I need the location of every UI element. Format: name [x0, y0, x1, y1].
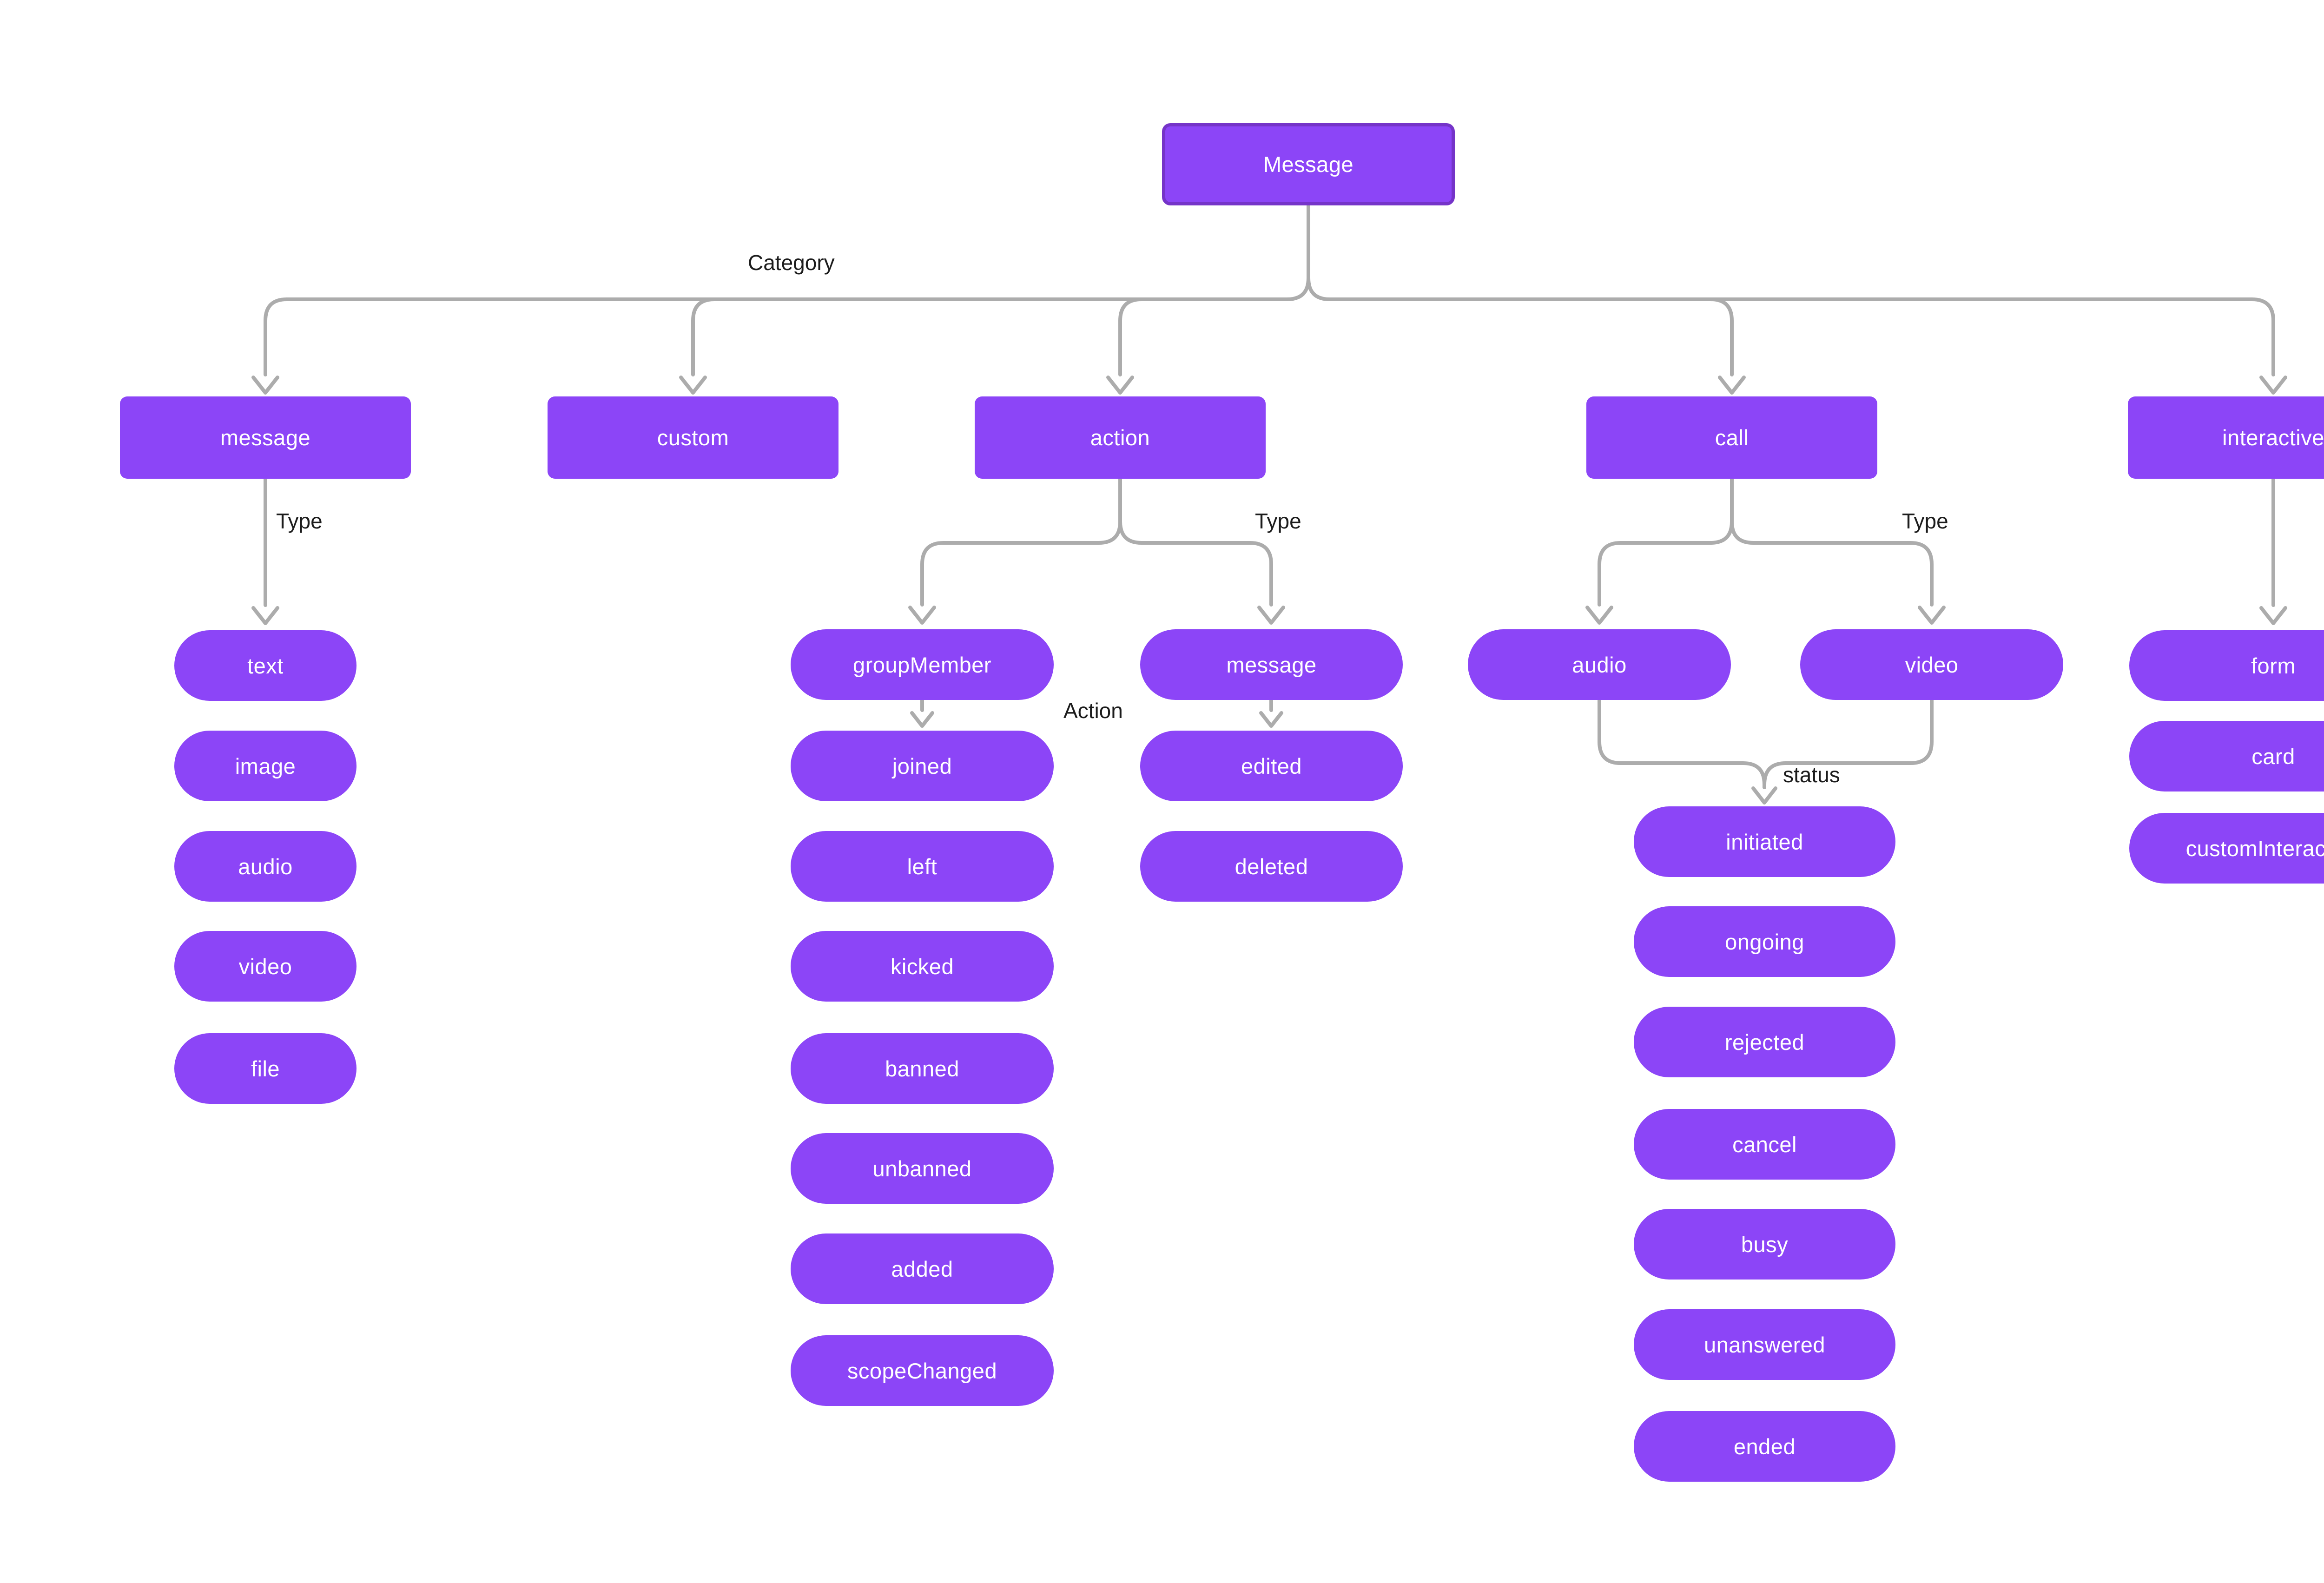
- edge-label-type-action: Type: [1255, 509, 1301, 533]
- edge-label-type-call: Type: [1902, 509, 1948, 533]
- node-action-unbanned: unbanned: [791, 1133, 1054, 1204]
- node-action-edited: edited: [1140, 731, 1403, 801]
- node-category-interactive: interactive: [2128, 396, 2324, 479]
- node-status-initiated: initiated: [1634, 806, 1895, 877]
- node-action-joined: joined: [791, 731, 1054, 801]
- node-type-card: card: [2129, 721, 2324, 792]
- node-type-form: form: [2129, 630, 2324, 701]
- node-root-message: Message: [1162, 123, 1455, 205]
- node-type-custominteractive: customInteractive: [2129, 813, 2324, 884]
- node-status-rejected: rejected: [1634, 1007, 1895, 1077]
- node-status-unanswered: unanswered: [1634, 1309, 1895, 1380]
- node-category-custom: custom: [548, 396, 838, 479]
- node-status-ended: ended: [1634, 1411, 1895, 1482]
- node-action-deleted: deleted: [1140, 831, 1403, 902]
- node-category-call: call: [1586, 396, 1877, 479]
- edge-label-status: status: [1783, 763, 1840, 787]
- node-type-image: image: [174, 731, 357, 801]
- node-type-call-video: video: [1800, 629, 2063, 700]
- node-type-file: file: [174, 1033, 357, 1104]
- node-type-text: text: [174, 630, 357, 701]
- node-action-kicked: kicked: [791, 931, 1054, 1002]
- edge-label-type-message: Type: [276, 509, 323, 533]
- node-type-call-audio: audio: [1468, 629, 1731, 700]
- edge-label-category: Category: [748, 251, 835, 275]
- node-status-ongoing: ongoing: [1634, 906, 1895, 977]
- node-type-video: video: [174, 931, 357, 1002]
- node-type-action-message: message: [1140, 629, 1403, 700]
- node-category-action: action: [975, 396, 1266, 479]
- node-action-left: left: [791, 831, 1054, 902]
- node-action-banned: banned: [791, 1033, 1054, 1104]
- node-category-message: message: [120, 396, 411, 479]
- node-type-audio: audio: [174, 831, 357, 902]
- node-status-busy: busy: [1634, 1209, 1895, 1280]
- node-type-groupmember: groupMember: [791, 629, 1054, 700]
- node-action-scopechanged: scopeChanged: [791, 1335, 1054, 1406]
- node-status-cancel: cancel: [1634, 1109, 1895, 1180]
- node-action-added: added: [791, 1233, 1054, 1304]
- edge-label-action: Action: [1063, 699, 1123, 723]
